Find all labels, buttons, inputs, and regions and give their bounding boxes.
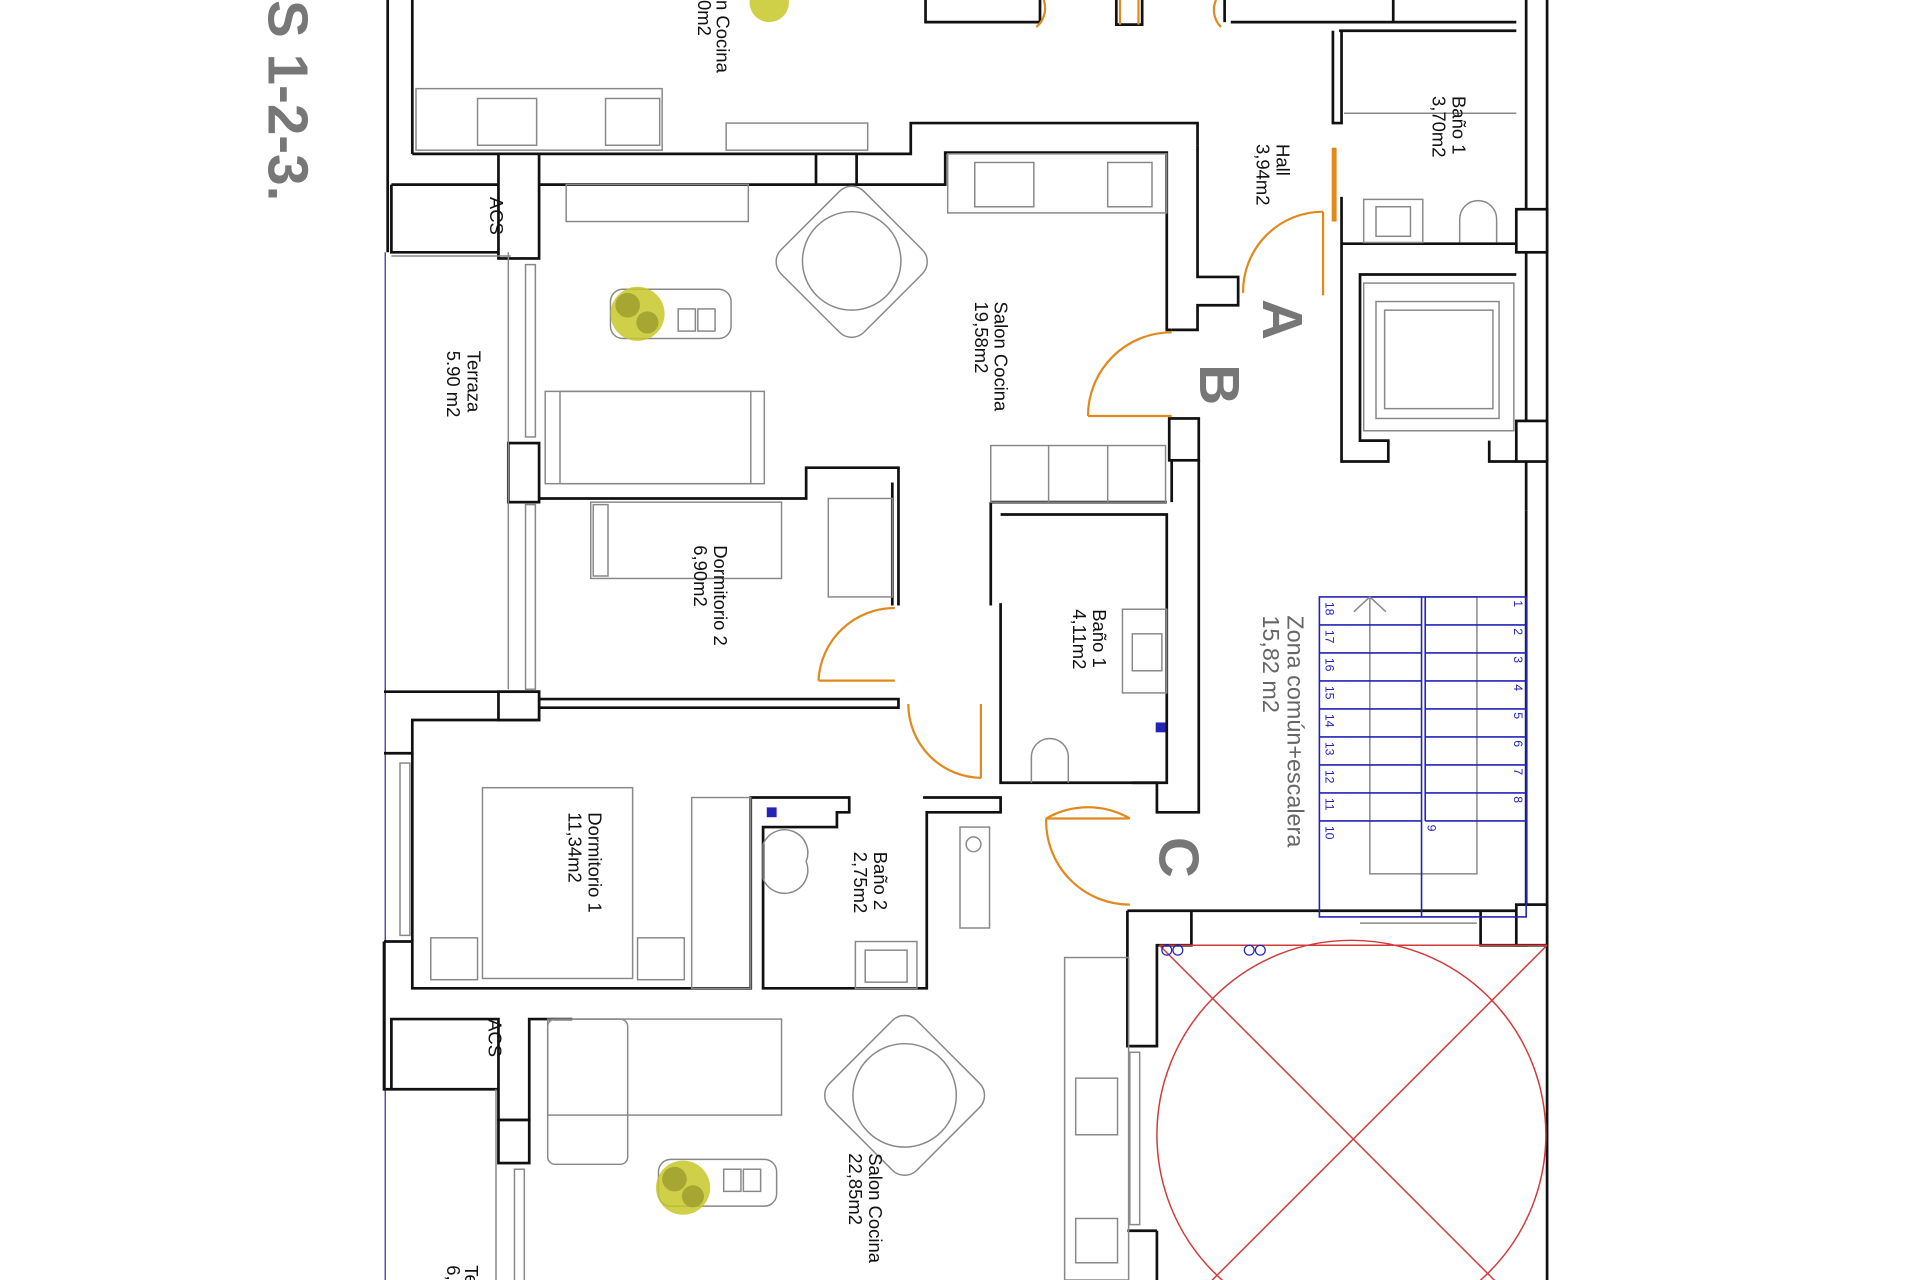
svg-text:Baño 22,75m2: Baño 22,75m2 — [850, 852, 891, 914]
stair-step-number: 12 — [1323, 770, 1337, 784]
patio-turning-circle — [1156, 939, 1548, 1280]
room-name: Hall — [1272, 144, 1293, 176]
stair-step-number: 6 — [1511, 740, 1525, 747]
stair-step-number: 1 — [1511, 600, 1525, 607]
svg-text:Zona común+escalera15,82 m2: Zona común+escalera15,82 m2 — [1258, 615, 1309, 847]
svg-text:Dormitorio 26,90m2: Dormitorio 26,90m2 — [690, 545, 731, 646]
plant-icons — [610, 0, 789, 1215]
room-area: 19,58m2 — [971, 302, 992, 374]
room-name: Baño 1 — [1089, 609, 1110, 668]
stair-step-number: 10 — [1323, 826, 1337, 840]
windows — [391, 252, 1141, 1280]
room-name: Dormitorio 2 — [710, 545, 731, 646]
room-name: Salon Cocina — [990, 302, 1011, 413]
stair-step-number: 14 — [1323, 714, 1337, 728]
room-name: ACS — [485, 1019, 506, 1057]
furniture — [415, 87, 1517, 1280]
block-letter-a: A — [1251, 299, 1314, 340]
room-name: Salon Cocina — [865, 1153, 886, 1264]
stair-step-number: 18 — [1323, 602, 1337, 616]
svg-text:Baño 13,70m2: Baño 13,70m2 — [1429, 96, 1470, 158]
room-name: ACS — [486, 197, 507, 235]
svg-text:n Cocina0m2: n Cocina0m2 — [694, 0, 733, 74]
dining-table-bottom — [823, 1014, 986, 1177]
room-labels: n Cocina0m2 ACS Terraza5.90 m2 Salon Coc… — [443, 0, 1470, 1280]
shaft-marker — [766, 807, 777, 818]
svg-text:Hall3,94m2: Hall3,94m2 — [1253, 144, 1294, 206]
room-name: Terraza — [464, 351, 485, 413]
svg-text:Baño 14,11m2: Baño 14,11m2 — [1069, 609, 1110, 669]
stair-step-number: 2 — [1511, 628, 1525, 635]
stair-step-number: 7 — [1511, 768, 1525, 775]
shaft-marker — [1155, 722, 1166, 733]
room-name: n Cocina — [712, 0, 733, 74]
stair-step-number: 8 — [1511, 796, 1525, 803]
svg-text:Dormitorio 111,34m2: Dormitorio 111,34m2 — [565, 812, 606, 913]
svg-text:Terraza5.90 m2: Terraza5.90 m2 — [443, 351, 485, 418]
room-name: Baño 1 — [1448, 96, 1469, 155]
plant-icon — [610, 286, 665, 341]
room-area: 22,85m2 — [845, 1153, 866, 1225]
room-area: 6,2 — [443, 1265, 464, 1280]
room-name: Baño 2 — [870, 852, 891, 911]
svg-text:Te6,2: Te6,2 — [443, 1265, 482, 1280]
room-name: Te — [461, 1265, 482, 1280]
lift — [1362, 282, 1515, 432]
doors — [817, 0, 1337, 906]
room-area: 5.90 m2 — [443, 351, 464, 418]
room-area: 3,94m2 — [1253, 144, 1274, 206]
block-letter-c: C — [1147, 837, 1210, 878]
room-area: 6,90m2 — [690, 545, 711, 607]
stair-step-number: 3 — [1511, 656, 1525, 663]
svg-text:Salon Cocina22,85m2: Salon Cocina22,85m2 — [845, 1153, 886, 1264]
room-name: Dormitorio 1 — [584, 812, 605, 913]
room-area: 2,75m2 — [850, 852, 871, 914]
room-area: 0m2 — [694, 0, 715, 36]
stair-step-number: 11 — [1323, 798, 1337, 811]
stair-step-number: 5 — [1511, 712, 1525, 719]
block-letter-b: B — [1188, 364, 1251, 405]
plan-title: S 1-2-3. — [256, 0, 319, 201]
stair-step-number: 4 — [1511, 684, 1525, 691]
plant-icon — [749, 0, 789, 23]
stair-step-number: 15 — [1323, 686, 1337, 700]
stair-step-number: 9 — [1425, 825, 1439, 832]
stair-step-number: 16 — [1323, 658, 1337, 672]
stair-step-number: 17 — [1323, 630, 1337, 644]
stair-step-number: 13 — [1323, 742, 1337, 756]
room-area: 4,11m2 — [1069, 609, 1090, 669]
room-name: Zona común+escalera — [1282, 615, 1308, 847]
svg-text:Salon Cocina19,58m2: Salon Cocina19,58m2 — [971, 302, 1012, 413]
room-area: 15,82 m2 — [1258, 615, 1284, 712]
room-area: 11,34m2 — [565, 812, 586, 882]
dining-table-top — [775, 185, 928, 339]
room-area: 3,70m2 — [1429, 96, 1450, 158]
